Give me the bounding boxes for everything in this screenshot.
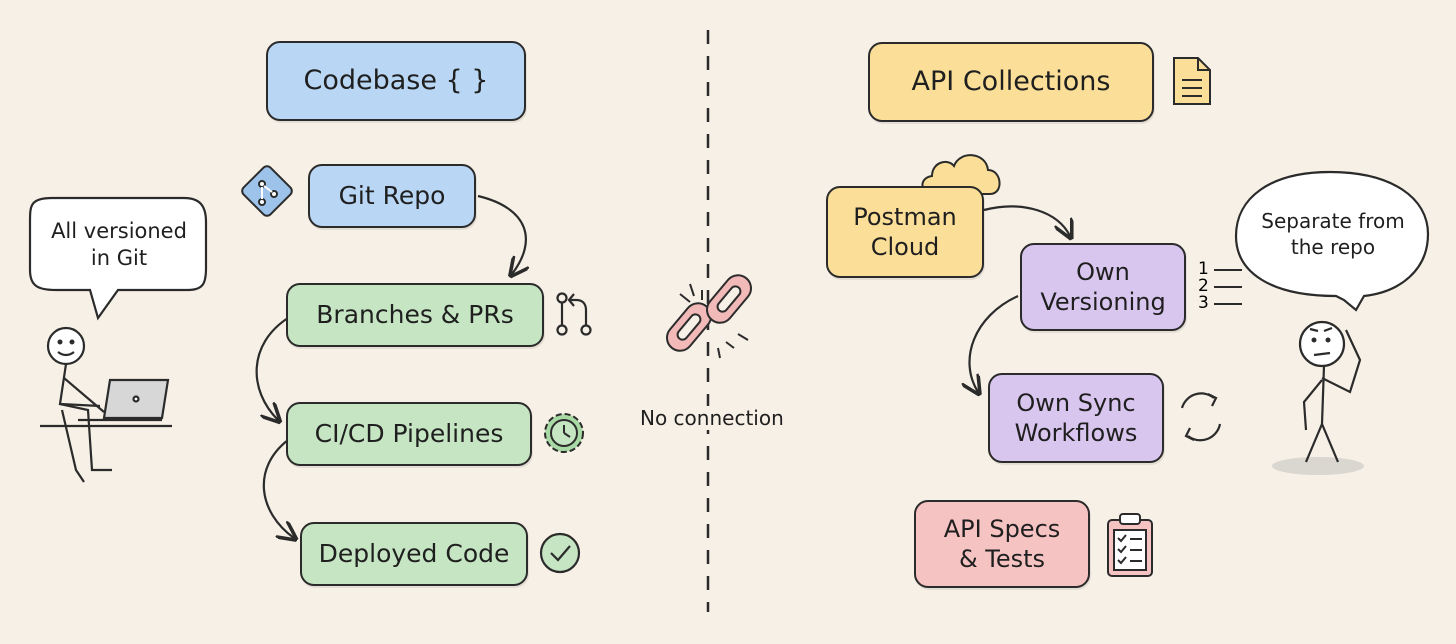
clipboard-icon (1107, 513, 1153, 577)
own-versioning-label: Own Versioning (1040, 258, 1166, 316)
api-collections-box: API Collections (868, 42, 1154, 122)
deployed-code-box: Deployed Code (300, 522, 528, 586)
list-number-1: 1 (1198, 259, 1209, 279)
api-specs-box: API Specs & Tests (914, 500, 1090, 588)
left-bubble-text: All versioned in Git (51, 219, 187, 271)
codebase-label: Codebase { } (303, 65, 489, 97)
sync-icon (1180, 392, 1222, 442)
arrow-git-to-branches (477, 194, 526, 274)
cicd-box: CI/CD Pipelines (286, 402, 532, 466)
api-collections-label: API Collections (911, 66, 1111, 98)
no-connection-label: No connection (638, 406, 786, 430)
git-repo-box: Git Repo (308, 164, 476, 228)
git-repo-label: Git Repo (338, 181, 446, 211)
cicd-label: CI/CD Pipelines (314, 419, 504, 449)
arrow-branches-to-cicd (255, 317, 289, 420)
list-icon (1214, 269, 1242, 305)
pull-request-icon (556, 292, 592, 336)
git-icon (241, 165, 293, 217)
right-bubble-text: Separate from the repo (1261, 209, 1405, 259)
arrow-cloud-to-versioning (983, 205, 1070, 236)
cloud-icon (921, 154, 1001, 195)
own-versioning-box: Own Versioning (1020, 243, 1186, 331)
arrow-cicd-to-deployed (262, 439, 294, 538)
gear-icon (544, 413, 584, 453)
postman-cloud-box: Postman Cloud (826, 186, 984, 278)
speech-bubble-right (1234, 170, 1430, 312)
deployed-code-label: Deployed Code (318, 539, 510, 569)
codebase-box: Codebase { } (266, 41, 526, 121)
postman-cloud-label: Postman Cloud (853, 203, 957, 261)
arrow-versioning-to-sync (969, 294, 1019, 392)
api-specs-label: API Specs & Tests (943, 515, 1061, 573)
developer-figure (40, 326, 172, 483)
speech-bubble-left (28, 196, 208, 321)
own-sync-box: Own Sync Workflows (988, 373, 1164, 463)
figure-shadow (1272, 457, 1364, 475)
branches-label: Branches & PRs (316, 300, 514, 330)
list-number-3: 3 (1198, 293, 1209, 313)
confused-figure (1298, 320, 1362, 463)
own-sync-label: Own Sync Workflows (1014, 389, 1138, 447)
check-icon (539, 532, 581, 574)
branches-box: Branches & PRs (286, 283, 544, 347)
document-icon (1173, 57, 1211, 105)
list-number-2: 2 (1198, 276, 1209, 296)
broken-link-icon (666, 274, 752, 359)
